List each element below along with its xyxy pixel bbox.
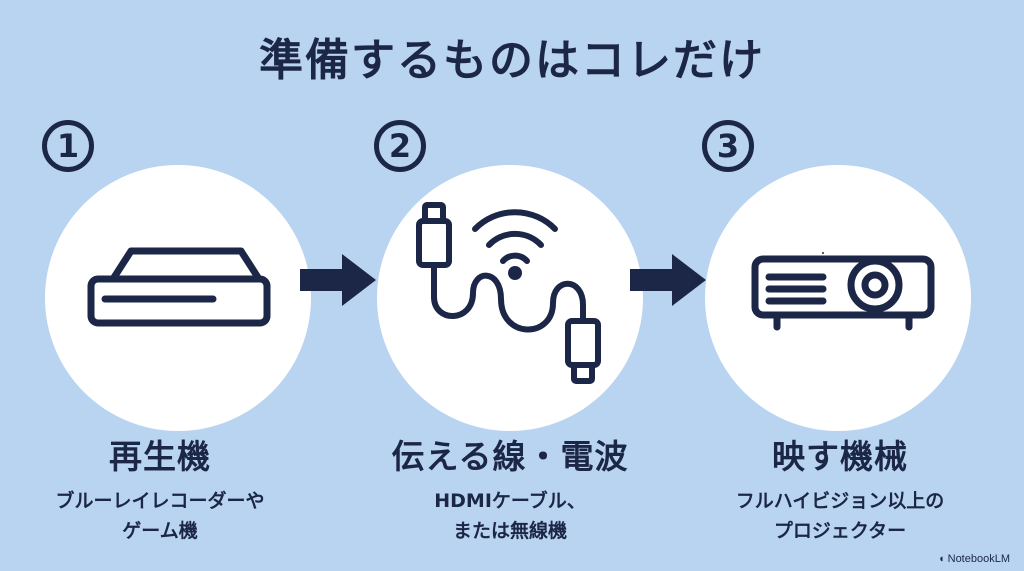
step-3-desc-line-1: フルハイビジョン以上の (735, 490, 945, 512)
arrow-right-icon (630, 254, 706, 306)
step-2: 2 伝える線・電波 HDMIケーブル、 または無線機 (350, 0, 670, 571)
blu-ray-recorder-icon (87, 247, 271, 327)
step-1-title: 再生機 (109, 437, 211, 476)
brand-label: NotebookLM (947, 553, 1010, 565)
step-1: 1 再生機 ブルーレイレコーダーや ゲーム機 (0, 0, 320, 571)
step-2-desc-line-1: HDMIケーブル、 (434, 490, 586, 512)
arrow-right-icon (300, 254, 376, 306)
notebooklm-logo-icon: ◖ (937, 553, 945, 565)
step-3-description: フルハイビジョン以上の プロジェクター (680, 486, 1000, 546)
step-2-desc-line-2: または無線機 (452, 520, 567, 542)
step-number-2: 2 (374, 120, 426, 172)
hdmi-cable-wireless-icon (416, 202, 601, 384)
step-number-3: 3 (702, 120, 754, 172)
step-1-desc-line-1: ブルーレイレコーダーや (55, 490, 265, 512)
step-2-description: HDMIケーブル、 または無線機 (350, 486, 670, 546)
step-1-circle (45, 165, 311, 431)
step-number-1: 1 (42, 120, 94, 172)
step-3: 3 映す機械 フルハイビジョン以上の プロジェクター (680, 0, 1000, 571)
projector-icon (751, 252, 935, 331)
step-3-title: 映す機械 (772, 437, 908, 476)
step-2-title: 伝える線・電波 (391, 437, 629, 476)
step-3-circle (705, 165, 971, 431)
step-3-desc-line-2: プロジェクター (773, 520, 907, 542)
step-1-desc-line-2: ゲーム機 (122, 520, 198, 542)
step-1-description: ブルーレイレコーダーや ゲーム機 (0, 486, 320, 546)
page-title: 準備するものはコレだけ (259, 35, 765, 86)
step-2-circle (377, 165, 643, 431)
notebooklm-watermark: ◖NotebookLM (938, 553, 1010, 565)
